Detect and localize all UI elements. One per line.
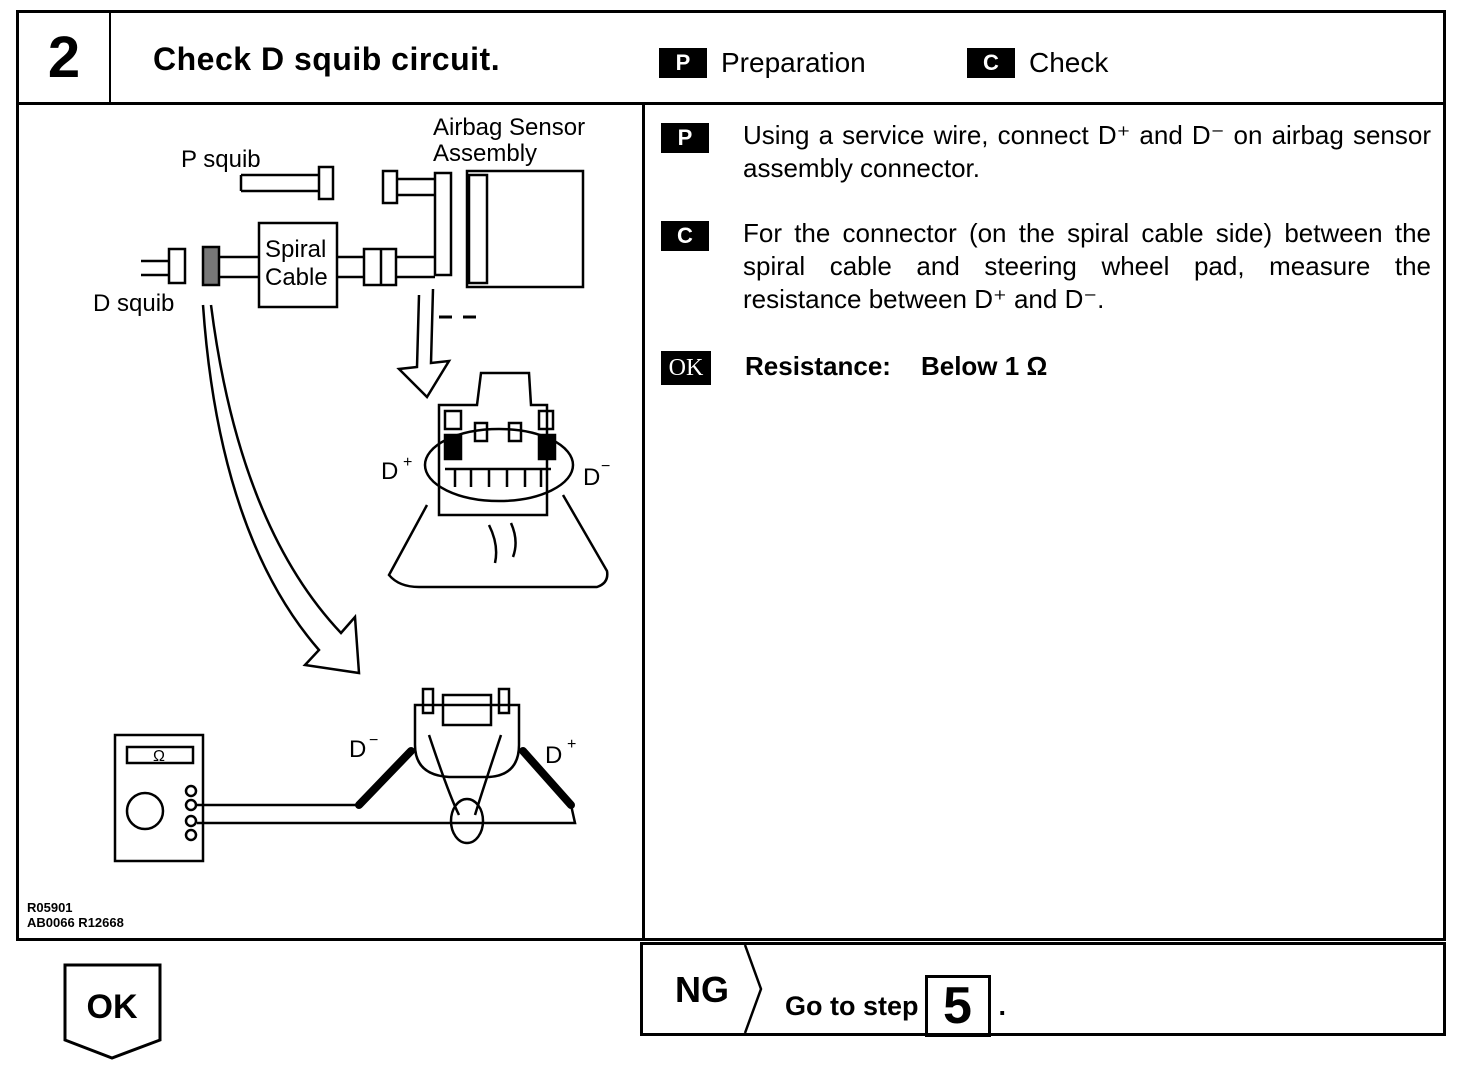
sensor-box xyxy=(465,169,585,289)
sensor-connector xyxy=(433,171,453,277)
d-squib-wire xyxy=(141,259,169,277)
check-step-tag: C xyxy=(661,221,709,251)
check-tag: C xyxy=(967,48,1015,78)
p-squib-plug xyxy=(317,165,335,201)
goto-end: . xyxy=(998,990,1007,1021)
resistance-value: Below 1 Ω xyxy=(920,351,1048,381)
step-header: 2 Check D squib circuit. P Preparation C… xyxy=(19,13,1443,105)
instructions-panel: P Using a service wire, connect D⁺ and D… xyxy=(645,105,1443,938)
sup-plus-lower: + xyxy=(567,736,576,753)
lower-connector xyxy=(413,703,521,779)
ok-tag: OK xyxy=(661,351,711,385)
step-number: 2 xyxy=(19,13,111,102)
label-d-minus-upper: D xyxy=(583,464,600,491)
figure-code-2: AB0066 R12668 xyxy=(27,915,124,930)
check-label: Check xyxy=(1029,47,1109,78)
circuit-illustration: Airbag Sensor Assembly P squib Spiral Ca… xyxy=(93,114,610,863)
pointer-arrow xyxy=(396,288,452,400)
label-assembly: Assembly xyxy=(433,140,537,167)
check-step: C For the connector (on the spiral cable… xyxy=(661,217,1431,316)
prep-text: Using a service wire, connect D⁺ and D⁻ … xyxy=(743,120,1431,183)
d-squib-connector xyxy=(201,245,221,287)
check-text: For the connector (on the spiral cable s… xyxy=(743,218,1431,314)
preparation-step: P Using a service wire, connect D⁺ and D… xyxy=(661,119,1431,185)
p-squib-wire xyxy=(239,173,319,193)
label-d-minus-lower: D xyxy=(349,736,366,763)
label-d-plus-upper: D xyxy=(381,458,398,485)
sensor-connector-slot xyxy=(467,173,489,285)
label-d-squib: D squib xyxy=(93,290,174,317)
probe-lead-plus xyxy=(197,804,577,825)
preparation-tag: P xyxy=(659,48,707,78)
legend-preparation: P Preparation xyxy=(659,47,866,79)
procedure-frame: 2 Check D squib circuit. P Preparation C… xyxy=(16,10,1446,941)
prep-tag: P xyxy=(661,123,709,153)
figure-code-1: R05901 xyxy=(27,900,73,915)
ng-label: NG xyxy=(675,969,729,1010)
resistance-spec: Resistance: Below 1 Ω xyxy=(745,351,1047,385)
legend-check: C Check xyxy=(967,47,1108,79)
sup-minus-upper: − xyxy=(601,458,610,475)
multimeter-body xyxy=(113,733,205,863)
resistance-label: Resistance: xyxy=(745,351,891,381)
curved-arrow xyxy=(201,304,361,675)
goto-text: Go to step xyxy=(785,990,919,1021)
sup-plus-upper: + xyxy=(403,454,412,471)
d-squib-plug xyxy=(167,247,187,285)
ok-result-label: OK xyxy=(87,988,138,1026)
spiral-cable-box xyxy=(257,221,339,309)
step-title: Check D squib circuit. xyxy=(153,41,501,77)
goto-step: Go to step 5 . xyxy=(785,975,1006,1037)
label-d-plus-lower: D xyxy=(545,742,562,769)
ok-criteria: OK Resistance: Below 1 Ω xyxy=(661,351,1431,385)
sup-minus-lower: − xyxy=(369,732,378,749)
ng-chevron xyxy=(743,945,763,1033)
label-airbag-sensor: Airbag Sensor xyxy=(433,114,585,141)
ng-result-box: NG Go to step 5 . xyxy=(640,942,1446,1037)
preparation-label: Preparation xyxy=(721,47,866,78)
label-p-squib: P squib xyxy=(181,146,261,173)
upper-connector xyxy=(437,371,549,517)
ok-result-arrow: OK xyxy=(63,963,162,1060)
column-divider xyxy=(642,102,645,941)
goto-step-number[interactable]: 5 xyxy=(924,975,991,1037)
service-wire xyxy=(387,494,609,589)
figure-codes: R05901 AB0066 R12668 xyxy=(27,900,124,930)
ohm-display: Ω xyxy=(153,748,165,765)
label-cable: Cable xyxy=(265,264,328,291)
label-spiral: Spiral xyxy=(265,236,326,263)
